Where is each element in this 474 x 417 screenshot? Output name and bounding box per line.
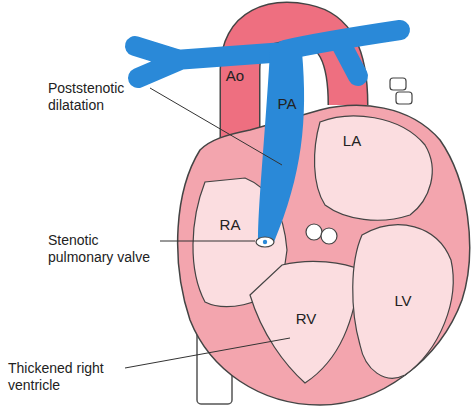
- right-ventricle: [250, 261, 360, 383]
- stenotic-valve: [256, 237, 274, 247]
- leader-line: [125, 338, 290, 368]
- pulmonary-vein: [321, 228, 337, 244]
- left-atrium: [315, 116, 433, 220]
- left-ventricle: [353, 225, 453, 378]
- pulmonary-trunk: [258, 52, 304, 242]
- pulmonary-artery-branch: [135, 30, 400, 78]
- leader-line: [160, 241, 255, 242]
- pulmonary-vein: [390, 78, 406, 90]
- pulmonary-vein: [396, 92, 412, 104]
- leader-line: [150, 88, 282, 165]
- part-label: LV: [394, 292, 411, 309]
- part-label: RV: [296, 310, 317, 327]
- callout-label: Thickened right ventricle: [8, 360, 120, 394]
- heart-wall: [178, 105, 470, 405]
- part-label: PA: [278, 95, 297, 112]
- callout-label: Stenotic pulmonary valve: [48, 232, 156, 266]
- pulmonary-vein: [306, 224, 322, 240]
- part-label: LA: [343, 132, 361, 149]
- part-label: Ao: [226, 67, 244, 84]
- part-label: RA: [220, 216, 241, 233]
- callout-label: Poststenotic dilatation: [48, 80, 148, 114]
- valve-orifice: [263, 240, 267, 244]
